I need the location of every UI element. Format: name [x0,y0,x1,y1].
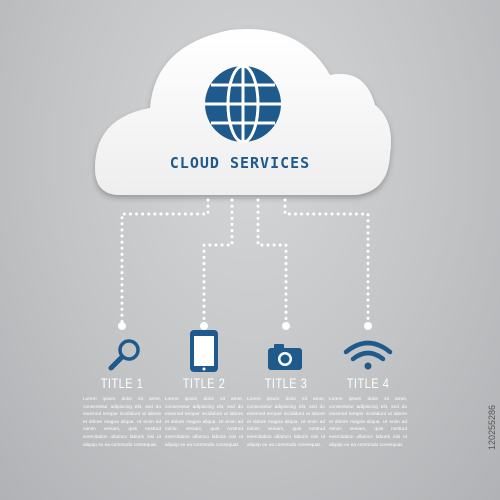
column-title-3: TITLE 3 [264,376,308,392]
column-title-2: TITLE 2 [182,376,226,392]
connector-3 [256,198,288,324]
column-body-2: Lorem ipsum dolor sit amet, consectetur … [165,397,243,448]
column-body-3: Lorem ipsum dolor sit amet, consectetur … [247,397,325,448]
column-body-4: Lorem ipsum dolor sit amet, consectetur … [329,397,407,448]
globe-icon [205,64,281,144]
connectors [120,198,370,324]
cloud-title: CLOUD SERVICES [169,154,311,172]
column-title-4: TITLE 4 [346,376,390,392]
magnifier-icon [108,339,140,371]
connector-4 [283,198,370,324]
connector-2 [202,198,234,324]
column-title-1: TITLE 1 [100,376,144,392]
wifi-icon [343,340,393,370]
connector-ends [118,322,372,330]
column-body-1: Lorem ipsum dolor sit amet, consectetur … [83,397,161,448]
connector-1 [120,198,210,324]
camera-icon [268,344,302,370]
watermark-id: 120255286 [487,404,497,450]
smartphone-icon [190,330,218,372]
